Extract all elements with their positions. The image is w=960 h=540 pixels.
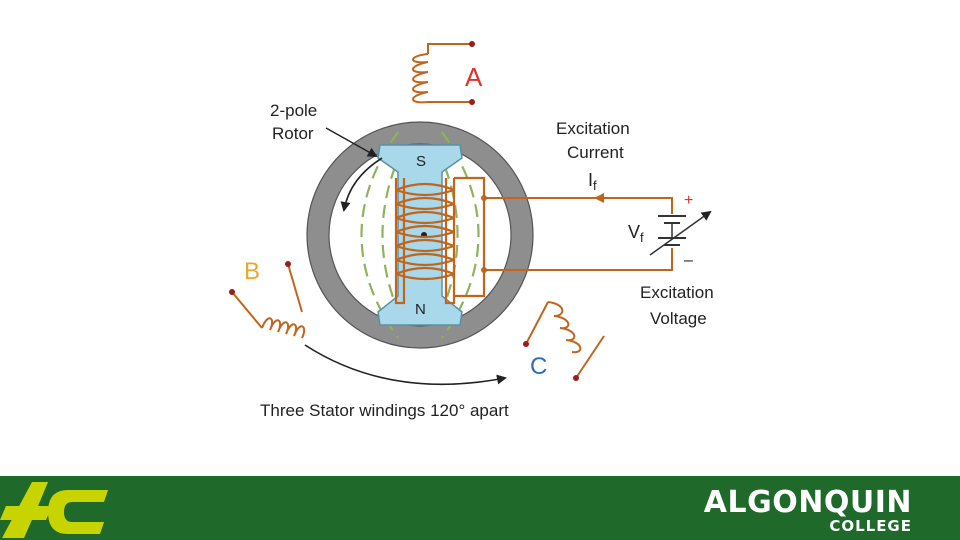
phase-c-label: C <box>530 353 547 380</box>
stator-winding-a <box>412 43 472 104</box>
footer-bar: ALGONQUIN COLLEGE <box>0 476 960 540</box>
rotor-pointer <box>325 127 378 157</box>
brand-name: ALGONQUIN <box>703 485 912 520</box>
rotation-arrow-outer <box>304 344 507 386</box>
pole-s-label: S <box>416 153 426 170</box>
phase-a-label: A <box>465 62 483 92</box>
stator-winding-c <box>525 301 605 379</box>
stator-ring <box>307 122 533 348</box>
excitation-current-label-line1: Excitation <box>556 119 630 138</box>
voltage-symbol: Vf <box>628 222 644 245</box>
excitation-circuit <box>484 193 673 271</box>
pole-n-label: N <box>415 301 426 318</box>
brand-sub: COLLEGE <box>829 517 912 535</box>
rotor <box>377 144 463 326</box>
phase-b-label: B <box>244 258 260 285</box>
excitation-voltage-label-line1: Excitation <box>640 283 714 302</box>
synchronous-generator-diagram: A B C 2-pole Rotor S N Excitation Curren… <box>229 41 714 420</box>
excitation-voltage-label-line2: Voltage <box>650 309 707 328</box>
current-symbol: If <box>588 170 597 193</box>
variable-dc-source-icon <box>649 210 712 256</box>
stator-winding-b <box>231 263 306 339</box>
rotor-label-line2: Rotor <box>272 124 314 143</box>
diagram-caption: Three Stator windings 120° apart <box>260 401 509 420</box>
minus-sign: – <box>684 252 693 269</box>
rotor-label-line1: 2-pole <box>270 101 317 120</box>
algonquin-college-logo: ALGONQUIN COLLEGE <box>704 488 912 534</box>
plus-sign: + <box>684 192 693 209</box>
rotation-arrow-inner <box>340 157 383 212</box>
excitation-current-label-line2: Current <box>567 143 624 162</box>
rotor-winding <box>394 176 486 305</box>
ac-logo-icon <box>0 482 108 538</box>
